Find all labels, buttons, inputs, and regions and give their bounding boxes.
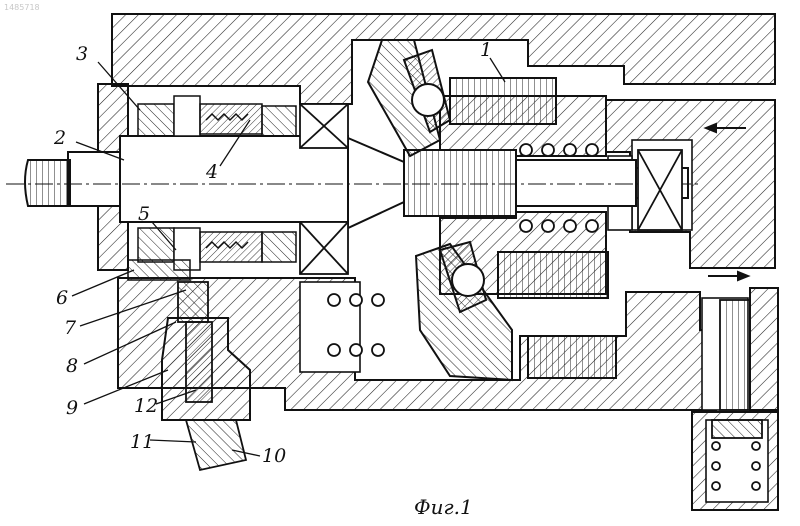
label-9: 9	[66, 397, 78, 419]
label-5: 5	[138, 203, 150, 225]
housing-upper	[112, 14, 775, 104]
figure-caption: Фиг.1	[414, 495, 473, 519]
label-3: 3	[76, 43, 88, 65]
label-6: 6	[56, 287, 68, 309]
label-12: 12	[134, 395, 158, 417]
label-11: 11	[130, 431, 154, 453]
label-1: 1	[480, 39, 492, 61]
label-8: 8	[66, 355, 78, 377]
label-2: 2	[53, 127, 66, 149]
label-7: 7	[64, 317, 77, 339]
valve-block	[750, 288, 778, 410]
label-4: 4	[205, 161, 218, 183]
label-10: 10	[262, 445, 286, 467]
document-stamp: 1485718	[4, 3, 40, 12]
